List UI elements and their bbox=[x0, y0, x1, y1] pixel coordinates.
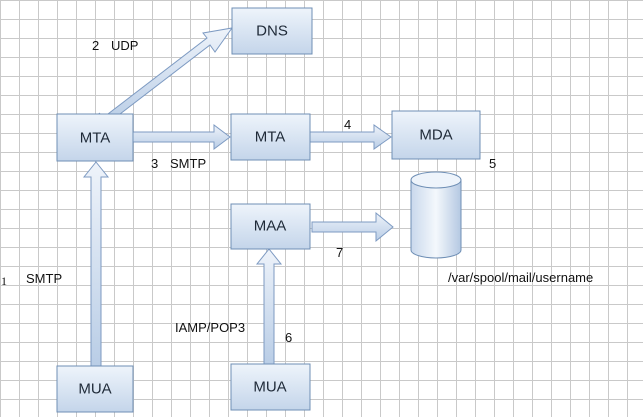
mailbox-path-label: /var/spool/mail/username bbox=[448, 270, 593, 285]
node-mta-mid: MTA bbox=[230, 113, 311, 161]
step-4-label: 4 bbox=[344, 117, 351, 132]
mua-mid-label: MUA bbox=[253, 379, 286, 396]
udp-label: UDP bbox=[111, 38, 138, 53]
mta-left-box bbox=[56, 113, 134, 162]
dns-box bbox=[231, 7, 313, 55]
mta-mid-label: MTA bbox=[255, 129, 286, 146]
smtp-step-number: 3 bbox=[151, 156, 158, 171]
node-mta-left: MTA bbox=[56, 113, 134, 162]
mua-left-box bbox=[56, 365, 134, 413]
dns-label: DNS bbox=[256, 23, 288, 40]
arrow-mua-to-maa bbox=[255, 248, 283, 365]
arrow-mta-to-mta bbox=[132, 124, 231, 150]
node-mua-mid: MUA bbox=[230, 363, 311, 411]
mda-label: MDA bbox=[419, 127, 452, 144]
udp-step-number: 2 bbox=[92, 38, 99, 53]
mta-left-label: MTA bbox=[80, 130, 111, 147]
mta-mid-box bbox=[230, 113, 311, 161]
iamp-pop3-label: IAMP/POP3 bbox=[175, 320, 245, 335]
mua-mid-box bbox=[230, 363, 311, 411]
smtp-send-label: SMTP bbox=[26, 271, 62, 286]
step-1-label: 1 bbox=[1, 274, 7, 288]
step-6-label: 6 bbox=[285, 330, 292, 345]
smtp-label: SMTP bbox=[170, 156, 206, 171]
arrow-mua-to-mta bbox=[82, 161, 110, 368]
arrow-maa-to-mailbox bbox=[311, 211, 394, 243]
maa-box bbox=[230, 203, 311, 250]
node-maa: MAA bbox=[230, 203, 311, 250]
node-mda: MDA bbox=[391, 110, 481, 160]
mda-box bbox=[391, 110, 481, 160]
arrow-mta-to-mda bbox=[309, 124, 392, 150]
mua-left-label: MUA bbox=[78, 381, 111, 398]
maa-label: MAA bbox=[254, 218, 287, 235]
node-dns: DNS bbox=[231, 7, 313, 55]
step-5-label: 5 bbox=[489, 156, 496, 171]
step-7-label: 7 bbox=[336, 245, 343, 260]
node-mua-left: MUA bbox=[56, 365, 134, 413]
mailbox-cylinder-icon bbox=[410, 171, 462, 259]
